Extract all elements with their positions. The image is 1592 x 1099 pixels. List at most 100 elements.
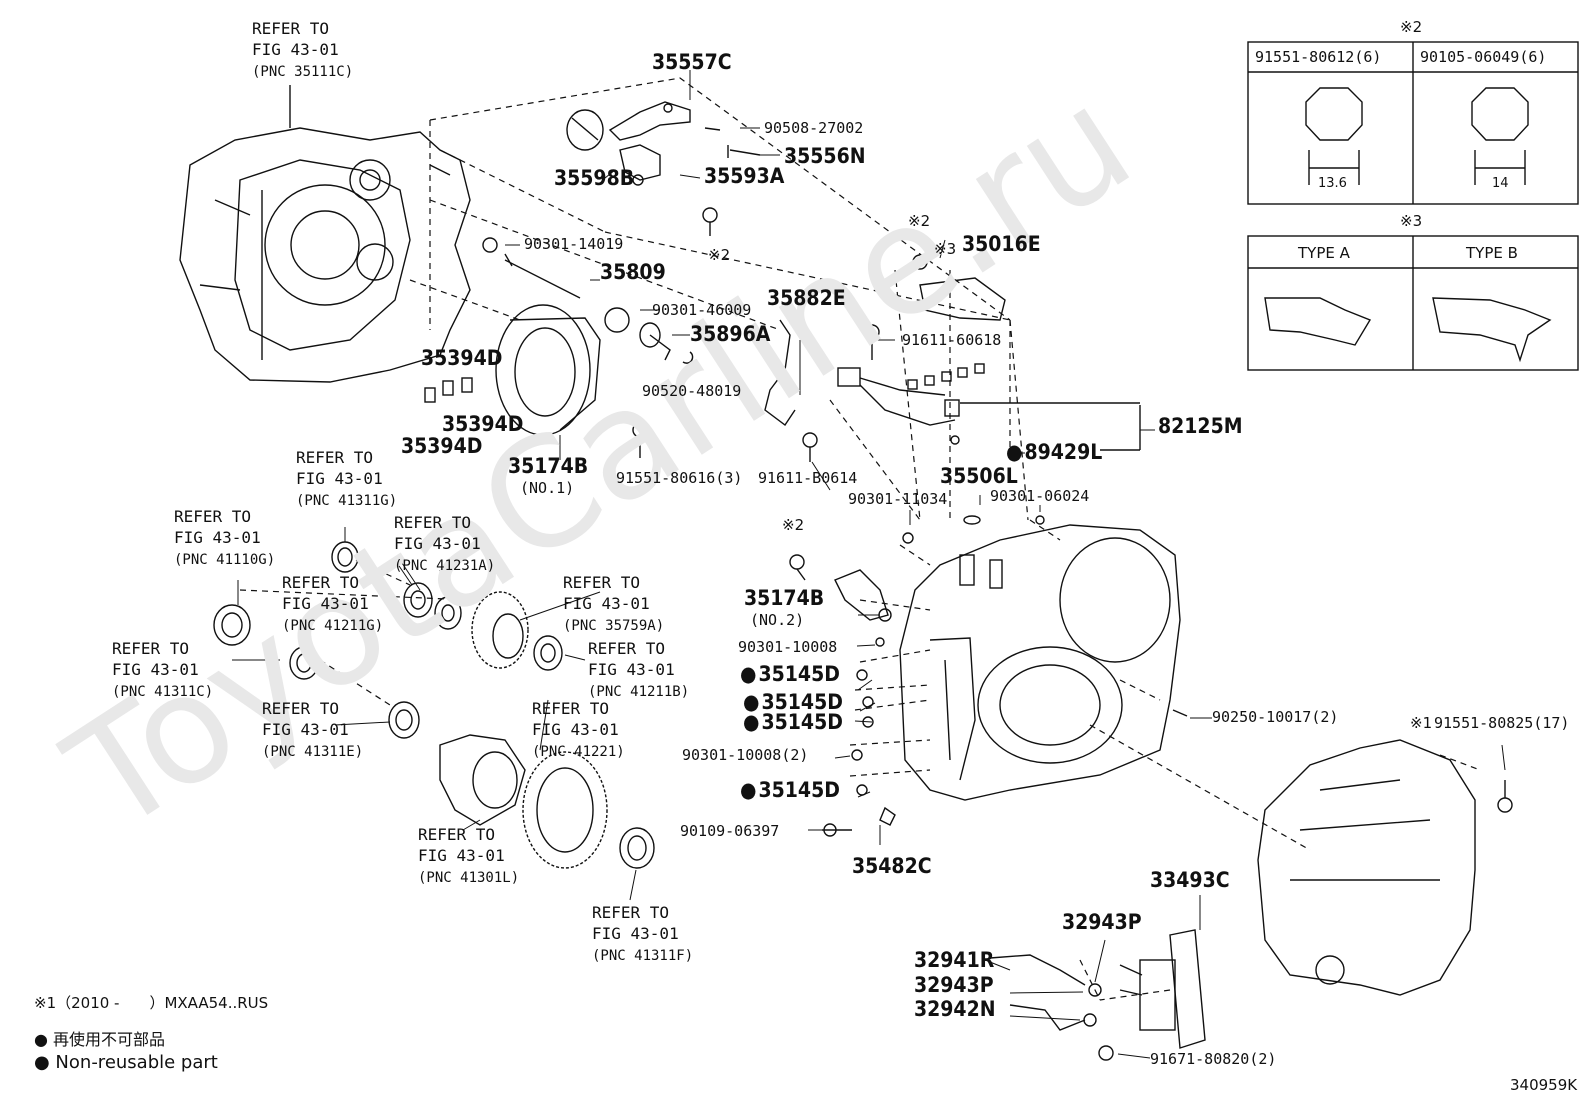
part-label-91551-80825: 91551-80825(17) [1434, 714, 1570, 732]
part-label-35557c: 35557C [652, 50, 732, 74]
refer-line3: (PNC 35111C) [252, 64, 354, 80]
part-label-90508-27002: 90508-27002 [764, 119, 864, 137]
bearing-41231a [434, 596, 462, 630]
transmission-case-main [899, 524, 1181, 801]
oil-cooler-33493c [1119, 929, 1206, 1049]
legend-note-1: ※1（2010 - ）MXAA54..RUS [34, 994, 269, 1012]
clamp-35482c [879, 806, 896, 826]
part-label-90250-10017: 90250-10017(2) [1212, 708, 1339, 726]
refer-line1: REFER TO [262, 699, 340, 718]
part-label-35145d-3: 35145D [743, 712, 843, 733]
diagram-id: 340959K [1510, 1076, 1578, 1094]
refer-line3: (PNC 41221) [532, 744, 625, 760]
refer-line1: REFER TO [418, 825, 496, 844]
clip-90520 [682, 351, 694, 364]
refer-line3: (PNC 41231A) [394, 558, 496, 574]
part-label-35896a: 35896A [690, 322, 771, 346]
part-label-35809: 35809 [600, 260, 666, 284]
part-label-90301-06024: 90301-06024 [990, 487, 1090, 505]
part-label-35394d-c: 35394D [401, 434, 483, 458]
part-label-32943p-a: 32943P [1062, 910, 1142, 934]
part-label-90301-14019: 90301-14019 [524, 235, 624, 253]
refer-line1: REFER TO [563, 573, 641, 592]
mark-note-2-35174b: ※2 [782, 516, 805, 534]
part-label-90301-10008-2: 90301-10008(2) [682, 746, 809, 764]
transmission-housing-left [179, 85, 471, 383]
part-label-35174b-no2-sub: (NO.2) [750, 611, 805, 629]
bearing-41211b [533, 635, 563, 671]
refer-line1: REFER TO [532, 699, 610, 718]
bolt-91611-60618 [864, 324, 880, 360]
part-label-82125m: 82125M [1158, 414, 1243, 438]
part-label-91551-80616: 91551-80616(3) [616, 469, 743, 487]
refer-line3: (PNC 41211G) [282, 618, 384, 634]
mark-note-2-top: ※2 [708, 246, 731, 264]
block-35394d-3 [461, 377, 473, 393]
seal-41110g [213, 604, 251, 646]
part-label-35174b-no1: 35174B [508, 454, 589, 478]
bolt-35809 [504, 253, 581, 299]
table-bolts-dim1: 13.6 [1318, 176, 1347, 191]
bolt-near-35016e [912, 254, 928, 270]
pipe-35882e [764, 319, 796, 427]
oring-90301-14019 [482, 237, 498, 253]
refer-line3: (PNC 41301L) [418, 870, 520, 886]
part-label-35145d-4: 35145D [740, 780, 840, 801]
part-label-35016e: 35016E [962, 232, 1041, 256]
table-bolts-col2: 90105-06049(6) [1420, 48, 1547, 66]
refer-line3: (PNC 41311E) [262, 744, 364, 760]
part-label-89429l: 89429L [1006, 442, 1103, 463]
oil-pump-35174b-no1 [495, 304, 601, 436]
refer-line2: FIG 43-01 [174, 528, 261, 547]
oring-89429l [950, 435, 960, 445]
refer-line1: REFER TO [282, 573, 360, 592]
part-label-35174b-no2: 35174B [744, 586, 825, 610]
part-label-32941r: 32941R [914, 948, 995, 972]
part-label-91611-60618: 91611-60618 [902, 331, 1002, 349]
seal-41311f [619, 827, 655, 869]
bolt-near-mark2 [702, 207, 718, 236]
part-label-90301-46009: 90301-46009 [652, 301, 752, 319]
bolt-91551-80825 [1497, 780, 1513, 813]
refer-line2: FIG 43-01 [112, 660, 199, 679]
part-label-35556n: 35556N [784, 144, 866, 168]
part-label-35506l: 35506L [940, 464, 1018, 488]
refer-line1: REFER TO [588, 639, 666, 658]
table-types-col1: TYPE A [1298, 244, 1350, 262]
hose-32942n [1009, 1004, 1086, 1031]
oring-90301-11034 [902, 532, 914, 544]
refer-line3: (PNC 41311F) [592, 948, 694, 964]
refer-line1: REFER TO [112, 639, 190, 658]
refer-line3: (PNC 41110G) [174, 552, 276, 568]
table-types-col2: TYPE B [1466, 244, 1518, 262]
refer-line3: (PNC 35759A) [563, 618, 665, 634]
gasket-35145d-1 [856, 669, 868, 681]
part-label-35482c: 35482C [852, 854, 932, 878]
refer-line3: (PNC 41211B) [588, 684, 690, 700]
washer-90301-10008-2 [851, 749, 863, 761]
part-label-35882e: 35882E [767, 286, 846, 310]
washer-90301-10008-b [875, 637, 885, 647]
table-bolts-mark: ※2 [1400, 18, 1423, 36]
table-bolts-col1: 91551-80612(6) [1255, 48, 1382, 66]
hose-32941r [989, 954, 1086, 986]
block-35394d-2 [442, 380, 454, 396]
legend-non-reusable-ja: ● 再使用不可部品 [34, 1030, 166, 1049]
bolt-91671 [1098, 1045, 1114, 1061]
refer-line1: REFER TO [252, 19, 330, 38]
bolt-91551-80616 [632, 422, 648, 458]
wire-harness-82125m [837, 363, 1141, 451]
part-label-90301-10008: 90301-10008 [738, 638, 838, 656]
part-label-33493c: 33493C [1150, 868, 1230, 892]
bearing-41311e [388, 701, 420, 739]
